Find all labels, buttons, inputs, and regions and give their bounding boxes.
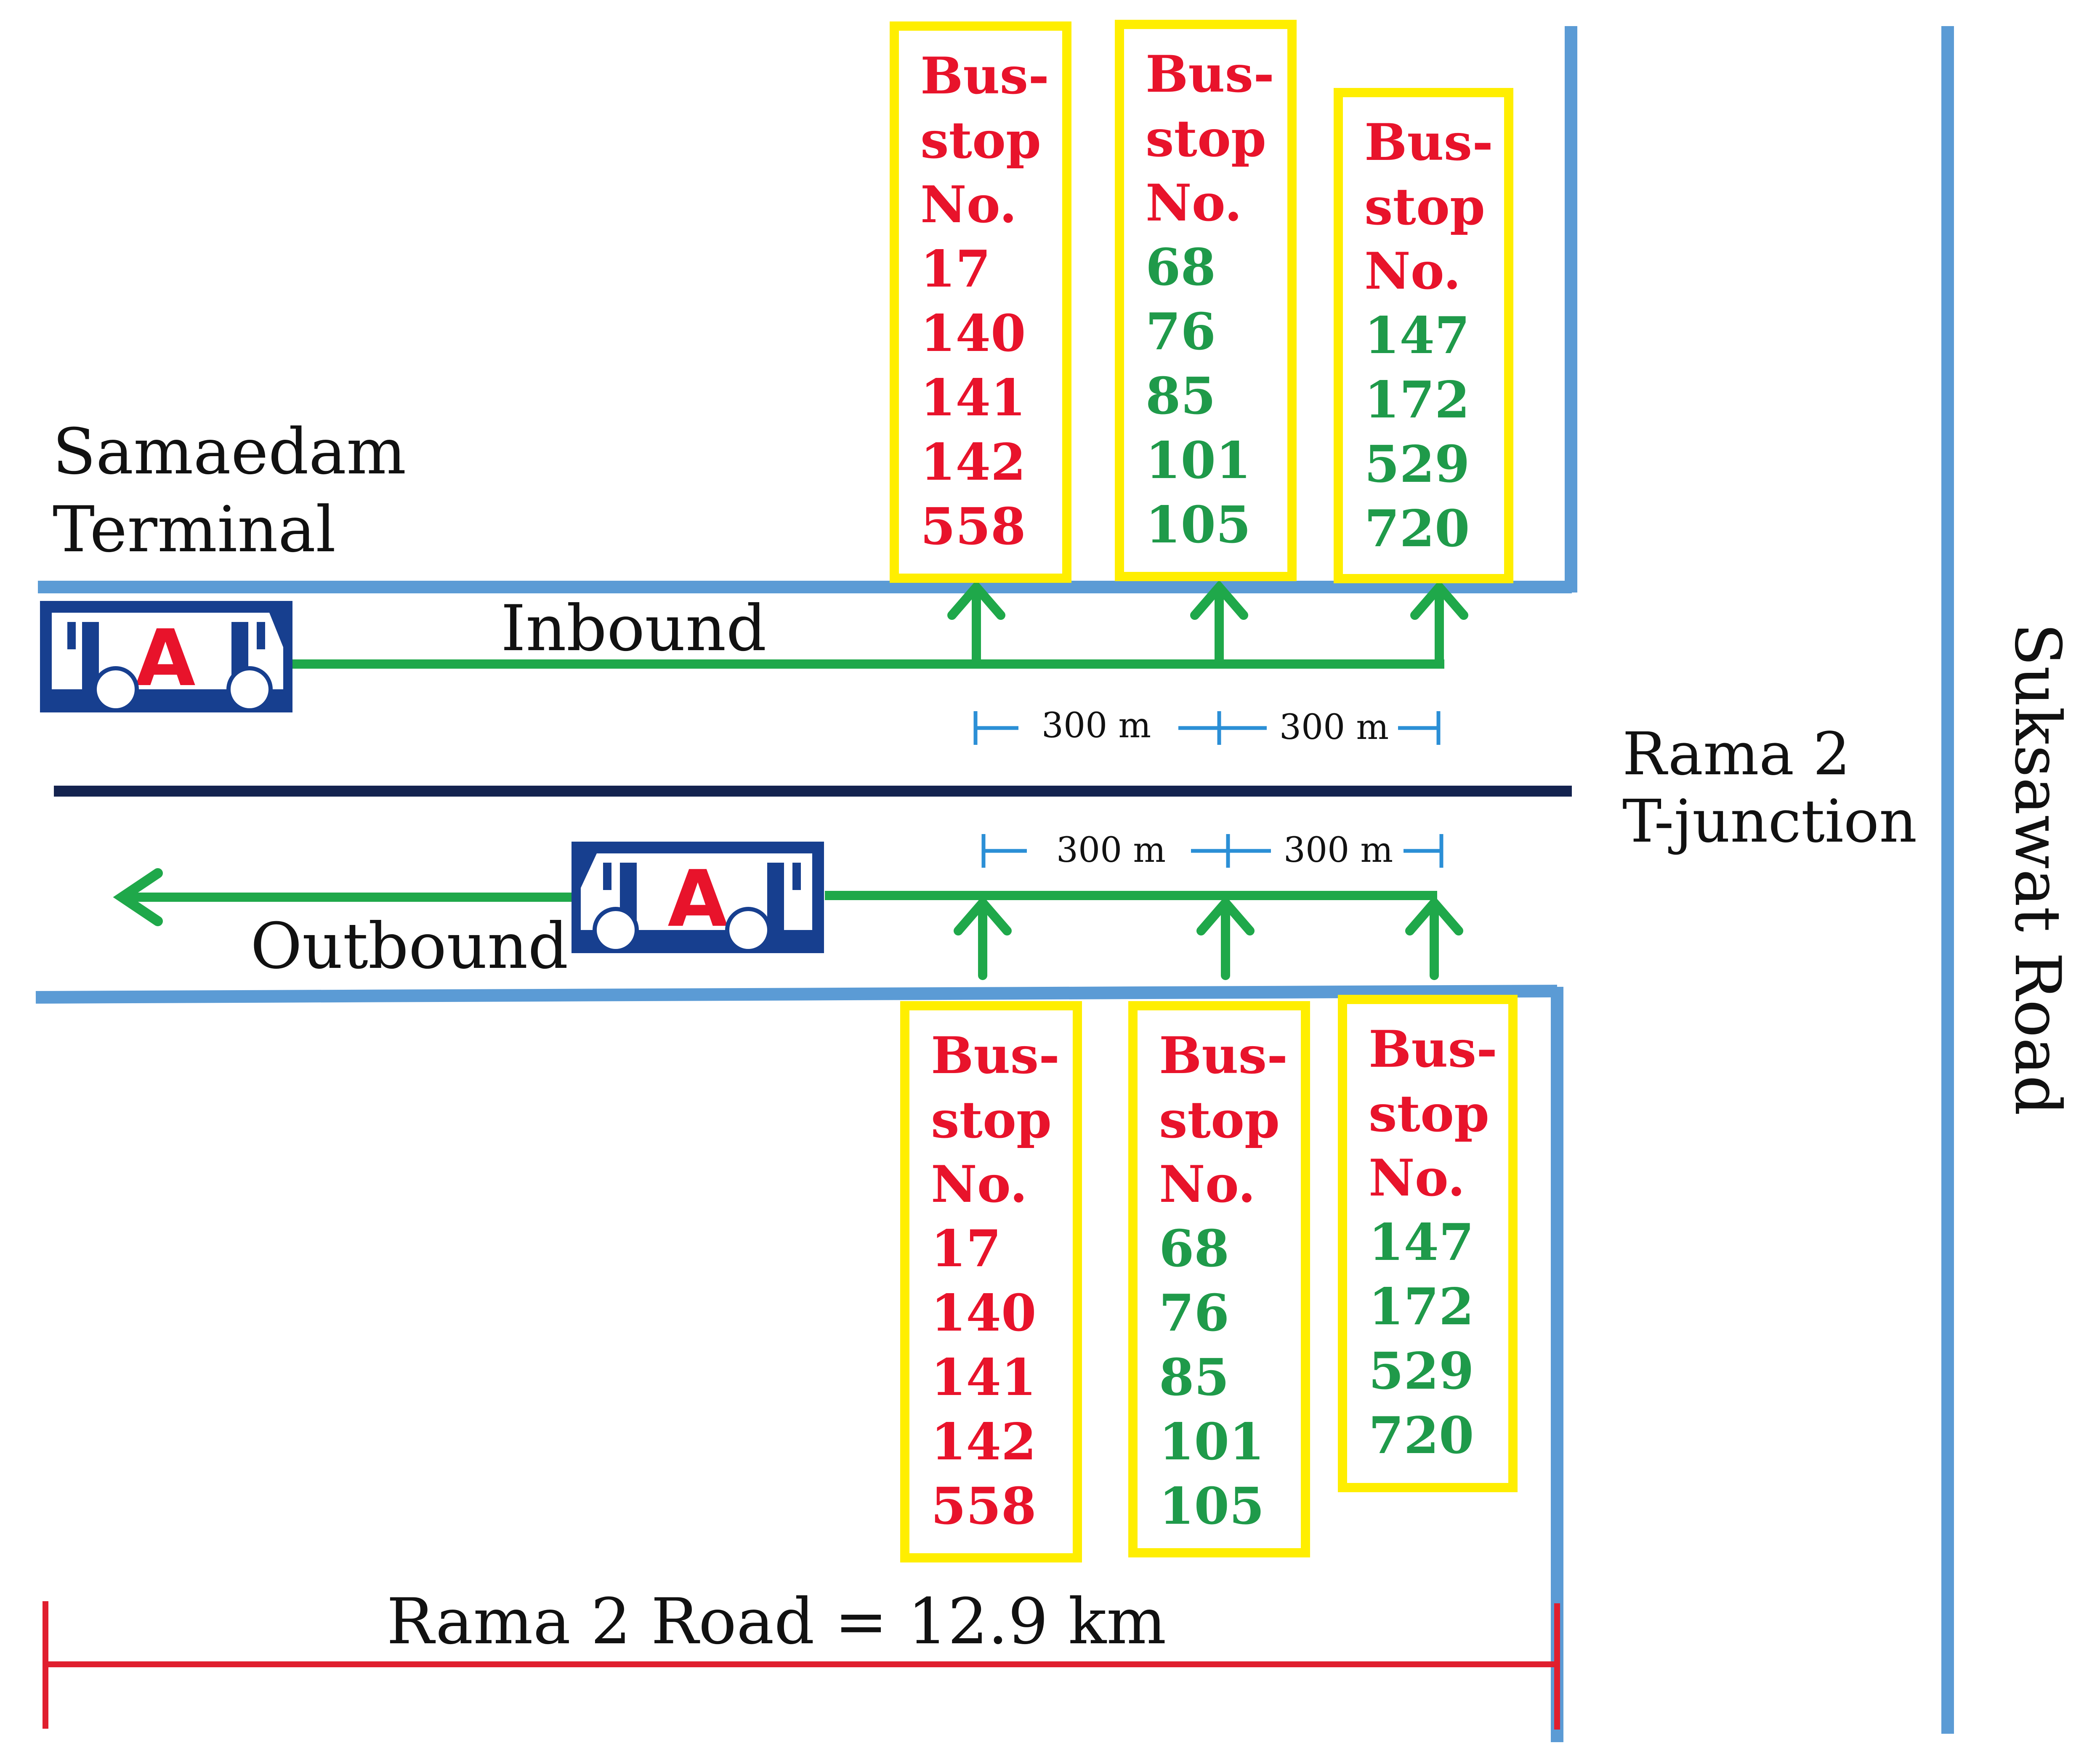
bus-stop-heading: stop bbox=[1159, 1090, 1280, 1150]
bus-stop-heading: No. bbox=[920, 175, 1017, 234]
bus-route-number: 85 bbox=[1146, 367, 1216, 426]
distance-label: 300 m bbox=[1284, 830, 1393, 870]
bus-route-number: 68 bbox=[1159, 1219, 1229, 1278]
bus-route-number: 101 bbox=[1159, 1412, 1265, 1472]
bus-route-number: 17 bbox=[931, 1219, 1001, 1278]
distance-label: 300 m bbox=[1279, 707, 1389, 747]
route-arrow-up-icon bbox=[1410, 580, 1468, 664]
bus-route-number: 147 bbox=[1364, 306, 1470, 365]
bus-stop-frame bbox=[1334, 88, 1513, 583]
bus-route-number: 720 bbox=[1369, 1406, 1474, 1465]
bus-route-number: 141 bbox=[931, 1348, 1037, 1407]
bus-stop-frame bbox=[1115, 20, 1297, 581]
bus-route-number: 529 bbox=[1364, 435, 1470, 494]
bus-route-number: 105 bbox=[1159, 1477, 1265, 1536]
bus-stop-heading: No. bbox=[1364, 242, 1461, 301]
bus-stop-heading: Bus- bbox=[1369, 1020, 1497, 1079]
bus-route-number: 140 bbox=[920, 304, 1026, 363]
bus-route-number: 142 bbox=[931, 1412, 1037, 1472]
bus-stop-heading: Bus- bbox=[920, 46, 1049, 106]
distance-label: 300 m bbox=[1056, 830, 1166, 870]
bus-stop-frame bbox=[900, 1001, 1082, 1562]
bus-route-number: 140 bbox=[931, 1283, 1037, 1343]
bus-stop-heading: Bus- bbox=[1146, 45, 1274, 104]
bus-route-number: 85 bbox=[1159, 1348, 1229, 1407]
bus-stop-heading: Bus- bbox=[1364, 113, 1493, 172]
bus-route-number: 142 bbox=[920, 433, 1026, 492]
route-arrow-up-icon bbox=[1405, 895, 1463, 980]
bus-stop-frame bbox=[1128, 1001, 1310, 1557]
bus-route-number: 17 bbox=[920, 239, 991, 299]
bus-route-number: 76 bbox=[1146, 302, 1216, 361]
terminal-label: Terminal bbox=[53, 493, 336, 566]
bus-stop-heading: stop bbox=[931, 1090, 1052, 1150]
bus-route-number: 558 bbox=[931, 1477, 1037, 1536]
bus-route-number: 558 bbox=[920, 497, 1026, 556]
bus-route-number: 76 bbox=[1159, 1283, 1229, 1343]
bus-route-number: 141 bbox=[920, 368, 1026, 428]
bus-stop-boxes: Bus-stopNo.17140141142558Bus-stopNo.6876… bbox=[890, 20, 1518, 1562]
bus-route-number: 68 bbox=[1146, 238, 1216, 297]
junction-label: Rama 2 bbox=[1622, 720, 1850, 789]
bus-stop-heading: Bus- bbox=[1159, 1026, 1288, 1085]
road-length-bar bbox=[43, 1601, 1560, 1730]
bus-stop-heading: No. bbox=[1146, 173, 1242, 233]
distance-label: 300 m bbox=[1042, 706, 1151, 746]
bus-route-number: 147 bbox=[1369, 1213, 1474, 1272]
bus-stop-heading: stop bbox=[920, 111, 1041, 170]
bus-stop-frame bbox=[1338, 995, 1518, 1492]
bus-route-number: 720 bbox=[1364, 499, 1470, 558]
bus-route-number: 172 bbox=[1364, 370, 1470, 430]
route-arrow-up-icon bbox=[947, 580, 1005, 664]
bus-route-number: 172 bbox=[1369, 1277, 1474, 1337]
route-arrow-left-icon bbox=[113, 868, 163, 926]
bus-stop-heading: stop bbox=[1369, 1084, 1489, 1143]
terminal-label: Samaedam bbox=[53, 415, 406, 489]
outbound-label: Outbound bbox=[250, 910, 568, 983]
svg-text:A: A bbox=[135, 613, 195, 704]
road-edge-lower bbox=[35, 985, 1558, 1004]
bus-stop-heading: No. bbox=[1369, 1148, 1465, 1208]
distance-marker-outbound bbox=[981, 834, 1443, 868]
bus-route-number: 529 bbox=[1369, 1342, 1474, 1401]
svg-text:A: A bbox=[667, 853, 728, 944]
distance-marker-inbound bbox=[973, 711, 1441, 745]
route-arrow-up-icon bbox=[1196, 895, 1255, 980]
inbound-label: Inbound bbox=[501, 592, 766, 665]
bus-stop-heading: stop bbox=[1364, 177, 1485, 236]
route-arrow-up-icon bbox=[1190, 580, 1248, 664]
bus-icon-inbound: A bbox=[40, 601, 292, 712]
bus-stop-frame bbox=[890, 21, 1071, 583]
bus-stop-heading: Bus- bbox=[931, 1026, 1060, 1085]
bus-stop-heading: No. bbox=[1159, 1155, 1255, 1214]
suksawat-road-label: Suksawat Road bbox=[2001, 623, 2074, 1116]
route-arrow-up-icon bbox=[954, 895, 1012, 980]
bus-route-number: 105 bbox=[1146, 495, 1251, 555]
road-length-label: Rama 2 Road = 12.9 km bbox=[387, 1585, 1167, 1658]
bus-route-number: 101 bbox=[1146, 431, 1251, 490]
bus-stop-heading: No. bbox=[931, 1155, 1027, 1214]
bus-icon-outbound: A bbox=[572, 842, 824, 953]
bus-stop-heading: stop bbox=[1146, 109, 1266, 168]
junction-label: T-junction bbox=[1622, 787, 1917, 856]
